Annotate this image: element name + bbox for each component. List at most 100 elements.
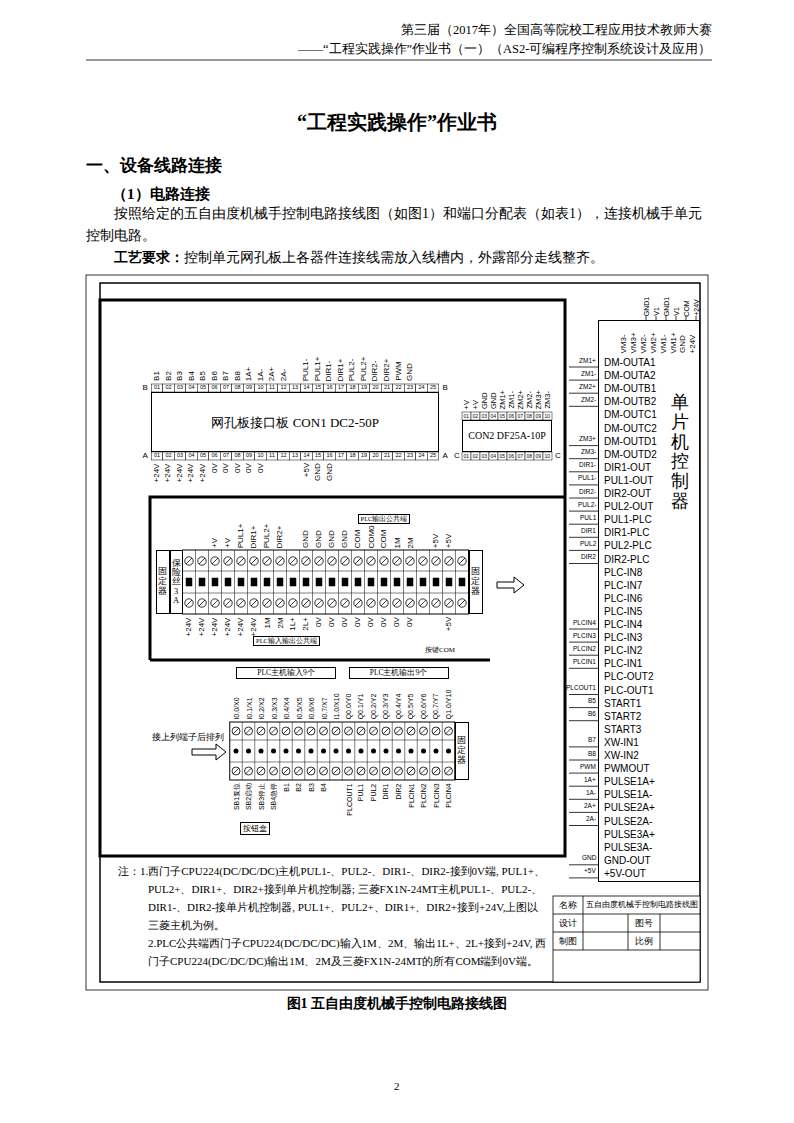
terminal-screw xyxy=(380,557,388,565)
pin-label: PUL1- xyxy=(578,475,596,482)
terminal-screw xyxy=(270,727,278,735)
terminal-screw xyxy=(250,557,258,565)
pin-cell xyxy=(266,384,278,392)
terminal-divider xyxy=(364,550,365,614)
terminal-label: PLCIN1 xyxy=(407,783,414,808)
pin-label: 2A+ xyxy=(268,367,276,381)
port-name: PLC-IN4 xyxy=(604,620,642,630)
screw-slot xyxy=(225,600,231,606)
pin-label: B4 xyxy=(187,371,195,381)
pin-number: 14 xyxy=(304,453,310,459)
pin-cell xyxy=(404,452,416,460)
header-text: ——“工程实践操作”作业书（一）（AS2-可编程序控制系统设计及应用） xyxy=(298,43,712,56)
terminal-screw xyxy=(328,557,336,565)
io-address: Q0.3/Y3 xyxy=(382,693,389,719)
pin-number: 08 xyxy=(235,453,241,459)
terminal-contact xyxy=(186,578,192,586)
hollow-arrow xyxy=(497,577,524,593)
box-label: PLC输入输出公共端 xyxy=(256,638,317,645)
terminal-label: GND xyxy=(315,530,323,548)
terminal-screw xyxy=(445,557,453,565)
terminal-contact xyxy=(346,749,351,754)
screw-slot xyxy=(199,558,205,564)
port-name: XW-IN2 xyxy=(604,751,639,761)
pin-label: B2 xyxy=(164,371,172,381)
pin-label: +24V xyxy=(692,299,699,316)
terminal-screw xyxy=(328,599,336,607)
pin-lead xyxy=(569,458,598,459)
terminal-label: +5V xyxy=(445,534,453,548)
pin-label: 2A- xyxy=(586,816,596,823)
screw-slot xyxy=(420,600,426,606)
terminal-contact xyxy=(433,578,439,586)
pin-cell xyxy=(471,452,480,460)
terminal-contact xyxy=(381,578,387,586)
screw-slot xyxy=(459,600,465,606)
screw-slot xyxy=(433,558,439,564)
pin-cell xyxy=(462,452,471,460)
table-rule xyxy=(553,950,700,951)
screw-slot xyxy=(246,768,252,774)
screw-slot xyxy=(368,558,374,564)
terminal-screw xyxy=(282,767,290,775)
terminal-label: B3 xyxy=(307,783,314,792)
terminal-screw xyxy=(393,599,401,607)
pin-label: GND1 xyxy=(643,297,650,316)
terminal-screw xyxy=(307,727,315,735)
pin-number: 05 xyxy=(200,385,206,391)
terminal-screw xyxy=(307,767,315,775)
screw-slot xyxy=(303,558,309,564)
screw-slot xyxy=(446,728,452,734)
terminal-label: 0V xyxy=(354,617,362,627)
body-paragraph: 按照给定的五自由度机械手控制电路接线图（如图1）和端口分配表（如表1），连接机械… xyxy=(86,203,712,247)
port-name: PLC-IN2 xyxy=(604,646,642,656)
port-name: GND-OUT xyxy=(604,856,651,866)
pin-cell xyxy=(516,452,525,460)
terminal-contact xyxy=(284,749,289,754)
pin-cell xyxy=(335,384,347,392)
pin-cell xyxy=(163,452,175,460)
pin-number: 02 xyxy=(166,385,172,391)
screw-slot xyxy=(264,558,270,564)
pin-cell xyxy=(278,452,290,460)
terminal-screw xyxy=(395,727,403,735)
screw-slot xyxy=(408,728,414,734)
wire-duct xyxy=(100,300,565,856)
pin-number: 06 xyxy=(212,385,218,391)
pin-number: 01 xyxy=(154,453,160,459)
terminal-divider xyxy=(417,722,418,780)
pin-cell xyxy=(498,412,507,420)
pin-number: 12 xyxy=(281,453,287,459)
pin-lead xyxy=(569,484,598,485)
terminal-screw xyxy=(357,767,365,775)
port-name: PLC-IN5 xyxy=(604,607,642,617)
io-address: I0.2/X2 xyxy=(258,697,265,719)
port-name: DM-OUTA2 xyxy=(604,371,655,381)
pin-lead xyxy=(569,524,598,525)
pin-lead xyxy=(569,668,598,669)
terminal-contact xyxy=(212,578,218,586)
pin-cell xyxy=(381,384,393,392)
pin-number: 07 xyxy=(518,414,524,419)
pin-lead xyxy=(569,393,598,394)
terminal-contact xyxy=(359,749,364,754)
pin-cell xyxy=(358,384,370,392)
pin-number: 03 xyxy=(482,454,488,459)
terminal-divider xyxy=(234,550,235,614)
screw-slot xyxy=(283,768,289,774)
port-name: PUL1-OUT xyxy=(604,476,653,486)
terminal-screw xyxy=(341,599,349,607)
terminal-label: SB3停止 xyxy=(258,783,265,810)
pin-number: 01 xyxy=(464,454,470,459)
terminal-label: 2L+ xyxy=(302,617,310,631)
pin-number: 07 xyxy=(518,454,524,459)
pin-cell xyxy=(151,452,163,460)
pin-cell xyxy=(525,412,534,420)
connector-letter: A xyxy=(443,452,448,460)
port-name: +24V xyxy=(689,334,697,353)
io-address: I0.6/X6 xyxy=(308,697,315,719)
screw-slot xyxy=(446,768,452,774)
pin-cell xyxy=(278,384,290,392)
terminal-screw xyxy=(282,727,290,735)
pin-label: PUL1- xyxy=(302,358,310,381)
